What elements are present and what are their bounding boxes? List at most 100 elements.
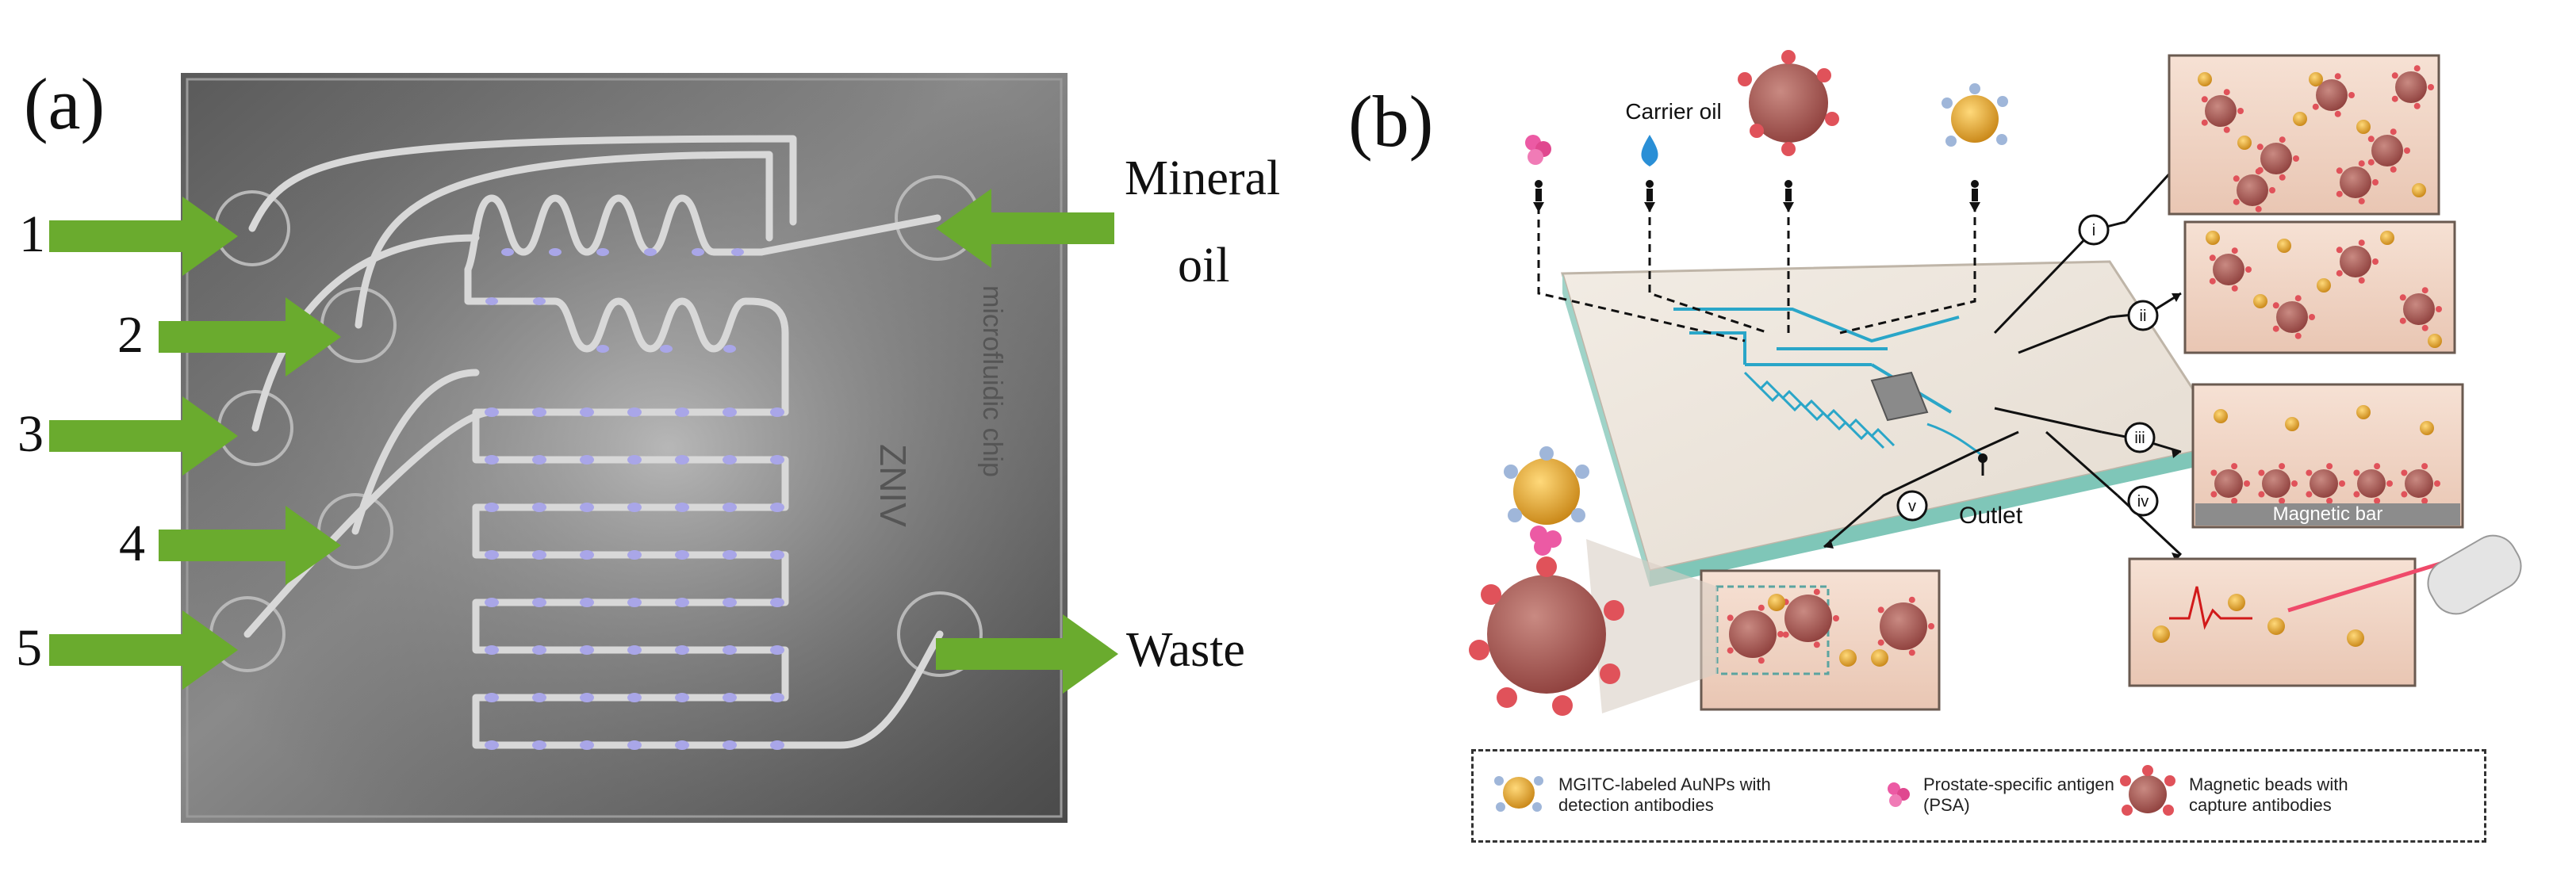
outlet-label: Outlet: [1959, 503, 2023, 529]
droplet: [770, 740, 784, 750]
droplet: [723, 503, 737, 512]
callout-iii: iii: [2134, 430, 2145, 447]
gold-nanoparticle: [2380, 231, 2394, 245]
capture-antibody: [2390, 166, 2397, 173]
droplet: [675, 740, 689, 750]
capture-antibody: [2421, 287, 2428, 294]
droplet: [580, 693, 594, 702]
inlet-arrows: [49, 189, 1118, 694]
capture-antibody: [2233, 175, 2240, 182]
gold-nanoparticle: [2347, 629, 2364, 647]
glass-chip: [1561, 260, 2231, 587]
capture-antibody: [1758, 657, 1765, 664]
capture-antibody: [2306, 469, 2313, 476]
capture-antibody: [2223, 126, 2230, 133]
droplet: [692, 248, 704, 256]
gold-nanoparticle: [2277, 239, 2291, 253]
capture-antibody: [2374, 463, 2381, 470]
capture-antibody: [2272, 325, 2279, 332]
droplet: [723, 693, 737, 702]
capture-antibody: [2334, 73, 2341, 80]
magnetic-bead: [2403, 293, 2435, 325]
capture-antibody: [2209, 277, 2216, 285]
outlet-marker: [1978, 453, 1988, 476]
capture-antibody: [2421, 497, 2428, 504]
capture-antibody: [2291, 480, 2298, 487]
capture-antibody: [2367, 159, 2375, 166]
arrow-inlet-2: [159, 297, 341, 377]
droplet: [485, 455, 499, 465]
capture-antibody: [2256, 143, 2264, 151]
droplet: [485, 503, 499, 512]
droplet: [675, 407, 689, 417]
capture-antibody: [1813, 641, 1820, 648]
capture-antibody: [1727, 647, 1734, 654]
droplet: [723, 645, 737, 655]
inlet-label-5: 5: [16, 619, 42, 677]
capture-antibody: [2223, 89, 2230, 96]
magnetic-bead: [2260, 143, 2292, 174]
inset-iii: Magnetic bar: [2191, 383, 2464, 529]
capture-antibody: [2353, 491, 2360, 498]
droplet: [580, 503, 594, 512]
capture-antibody: [2348, 92, 2355, 98]
droplet: [675, 693, 689, 702]
capture-antibody: [1813, 588, 1820, 595]
droplet: [627, 598, 642, 607]
droplet: [723, 407, 737, 417]
capture-antibody: [2272, 302, 2279, 309]
capture-antibody: [2372, 179, 2379, 185]
capture-antibody: [2210, 469, 2218, 476]
capture-antibody: [2279, 497, 2286, 504]
droplet: [627, 407, 642, 417]
gold-nanoparticle: [2237, 136, 2252, 150]
capture-antibody: [2237, 108, 2244, 114]
droplet: [627, 503, 642, 512]
panel-a-label: (a): [24, 63, 105, 144]
inset-ii: [2183, 220, 2456, 354]
droplet: [770, 455, 784, 465]
capture-antibody: [2390, 128, 2397, 136]
mineral-oil-label-line2: oil: [1178, 239, 1230, 293]
magnetic-bead: [2357, 469, 2386, 498]
capture-antibody: [2386, 480, 2393, 487]
magnetic-bead: [2262, 469, 2290, 498]
capture-antibody: [2399, 317, 2406, 324]
droplet: [485, 407, 499, 417]
capture-antibody: [2428, 84, 2434, 90]
legend-aunp-label-1: MGITC-labeled AuNPs with: [1558, 774, 1771, 794]
droplet: [723, 455, 737, 465]
droplet: [675, 503, 689, 512]
droplet: [533, 297, 546, 305]
capture-antibody: [2209, 254, 2216, 262]
capture-antibody: [2312, 103, 2319, 110]
gold-nanoparticle: [2152, 625, 2170, 643]
arrow-mineral-oil: [936, 189, 1114, 268]
capture-antibody: [2404, 147, 2410, 154]
droplet: [596, 345, 609, 353]
inlet-label-1: 1: [19, 205, 45, 263]
gold-nanoparticle: [1768, 594, 1785, 611]
droplet: [627, 550, 642, 560]
droplet: [532, 598, 546, 607]
callout-iv: iv: [2137, 493, 2149, 511]
capture-antibody: [1833, 615, 1839, 621]
capture-antibody: [2293, 155, 2299, 162]
capture-antibody: [2201, 96, 2208, 103]
capture-antibody: [2294, 332, 2302, 339]
capture-antibody: [2401, 491, 2408, 498]
gold-nanoparticle: [2412, 183, 2426, 197]
callout-i: i: [2092, 222, 2095, 239]
arrow-inlet-1: [49, 197, 238, 276]
raman-spectrum-icon: [2169, 586, 2252, 630]
laser-probe-icon: [2427, 534, 2522, 615]
inset-iv: [2128, 534, 2522, 687]
capture-antibody: [1908, 596, 1915, 603]
capture-antibody: [1782, 631, 1789, 638]
capture-antibody: [1928, 623, 1934, 629]
droplet: [627, 693, 642, 702]
droplet: [660, 345, 673, 353]
capture-antibody: [2306, 491, 2313, 498]
arrow-inlet-5: [49, 610, 238, 690]
capture-antibody: [2326, 497, 2333, 504]
